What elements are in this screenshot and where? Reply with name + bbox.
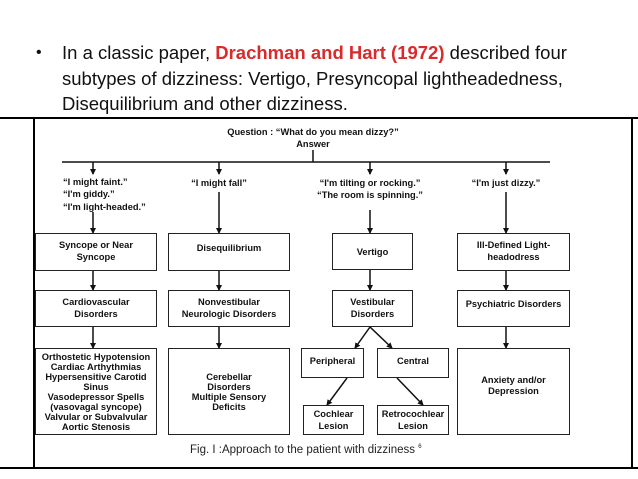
box-vestibular: Vestibular Disorders (332, 290, 413, 327)
citation-highlight: Drachman and Hart (1972) (215, 42, 445, 63)
box-label: Central (396, 356, 430, 366)
quote-spinning: “I'm tilting or rocking.” “The room is s… (317, 178, 423, 201)
arrow (396, 377, 424, 406)
box-label: Nonvestibular Neurologic Disorders (181, 297, 277, 319)
box-psychiatric-causes: Anxiety and/or Depression (457, 348, 570, 435)
box-label: Cochlear Lesion (313, 409, 354, 431)
box-ill-defined: Ill-Defined Light- headodress (457, 233, 570, 271)
box-vertigo: Vertigo (332, 233, 413, 270)
box-label: Anxiety and/or Depression (481, 375, 546, 396)
bullet-text: In a classic paper, Drachman and Hart (1… (62, 40, 632, 117)
box-label: Peripheral (309, 356, 356, 366)
box-disequilibrium: Disequilibrium (168, 233, 290, 271)
box-label: Disequilibrium (196, 243, 262, 253)
box-label: Orthostetic Hypotension Cardiac Arthythm… (41, 351, 151, 432)
box-cardiovascular-causes: Orthostetic Hypotension Cardiac Arthythm… (35, 348, 157, 435)
quote-faint: “I might faint.” “I'm giddy.” “I'm light… (63, 177, 146, 212)
diagram-answer: Answer (296, 139, 330, 149)
box-neurologic-causes: Cerebellar Disorders Multiple Sensory De… (168, 348, 290, 435)
arrow (326, 377, 348, 406)
box-central: Central (377, 348, 449, 378)
figure-bottom-border (0, 467, 638, 469)
box-nonvestibular: Nonvestibular Neurologic Disorders (168, 290, 290, 327)
box-cochlear-lesion: Cochlear Lesion (303, 405, 364, 435)
box-label: Vertigo (356, 246, 389, 257)
box-label: Syncope or Near Syncope (59, 240, 133, 262)
box-peripheral: Peripheral (301, 348, 364, 378)
diagram-question: Question : “What do you mean dizzy?” (227, 127, 399, 137)
box-label: Cardiovascular Disorders (62, 297, 130, 319)
box-syncope: Syncope or Near Syncope (35, 233, 157, 271)
figure-left-border (33, 117, 35, 469)
bullet-text-rest: described four subtypes of dizziness: Ve… (62, 42, 567, 114)
box-retrocochlear-lesion: Retrocochlear Lesion (377, 405, 449, 435)
box-label: Retrocochlear Lesion (381, 409, 445, 431)
box-label: Cerebellar Disorders Multiple Sensory De… (191, 371, 267, 412)
caption-reference: 6 (418, 444, 422, 451)
box-label: Vestibular Disorders (350, 297, 395, 319)
box-label: Ill-Defined Light- headodress (476, 240, 551, 262)
box-cardiovascular: Cardiovascular Disorders (35, 290, 157, 327)
figure-top-border (0, 117, 638, 119)
figure-right-border (631, 117, 633, 469)
arrow (354, 326, 371, 349)
bullet-text-intro: In a classic paper, (62, 42, 216, 63)
figure-caption: Fig. I :Approach to the patient with diz… (190, 444, 422, 456)
quote-fall: “I might fall” (191, 178, 247, 188)
arrow (369, 326, 393, 349)
quote-just-dizzy: “I'm just dizzy.” (471, 178, 541, 188)
caption-text: Fig. I :Approach to the patient with diz… (190, 444, 416, 456)
box-psychiatric: Psychiatric Disorders (457, 290, 570, 327)
bullet-icon: • (36, 44, 42, 61)
box-label: Psychiatric Disorders (465, 299, 562, 309)
